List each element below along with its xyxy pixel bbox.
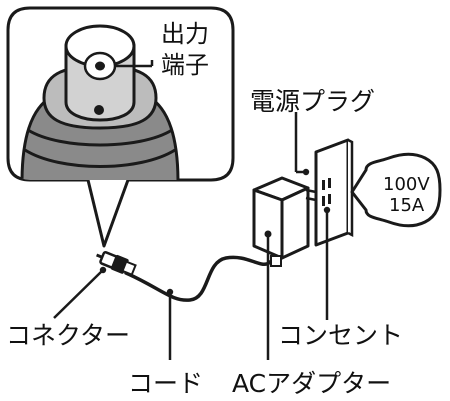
ac-adapter (252, 176, 317, 267)
outlet-rating-voltage: 100V (383, 174, 430, 195)
cord-line (124, 255, 272, 302)
outlet-rating-bubble: 100V 15A (350, 152, 442, 228)
output-terminal-label-line2: 端子 (161, 51, 209, 79)
output-terminal-label-line1: 出力 (161, 20, 209, 48)
connector-label: コネクター (6, 321, 130, 350)
connector (96, 251, 137, 276)
connector-closeup (20, 24, 180, 180)
cord-label: コード (128, 369, 203, 398)
outlet-rating-current: 15A (389, 195, 425, 216)
ac-adapter-label: ACアダプター (232, 369, 391, 398)
connector-leader (53, 269, 104, 319)
wall-outlet (314, 138, 354, 247)
connector-closeup-callout: 出力 端子 (6, 6, 235, 248)
power-plug-label: 電源プラグ (250, 87, 375, 116)
outlet-label: コンセント (278, 321, 403, 350)
power-plug-leader (294, 112, 306, 174)
